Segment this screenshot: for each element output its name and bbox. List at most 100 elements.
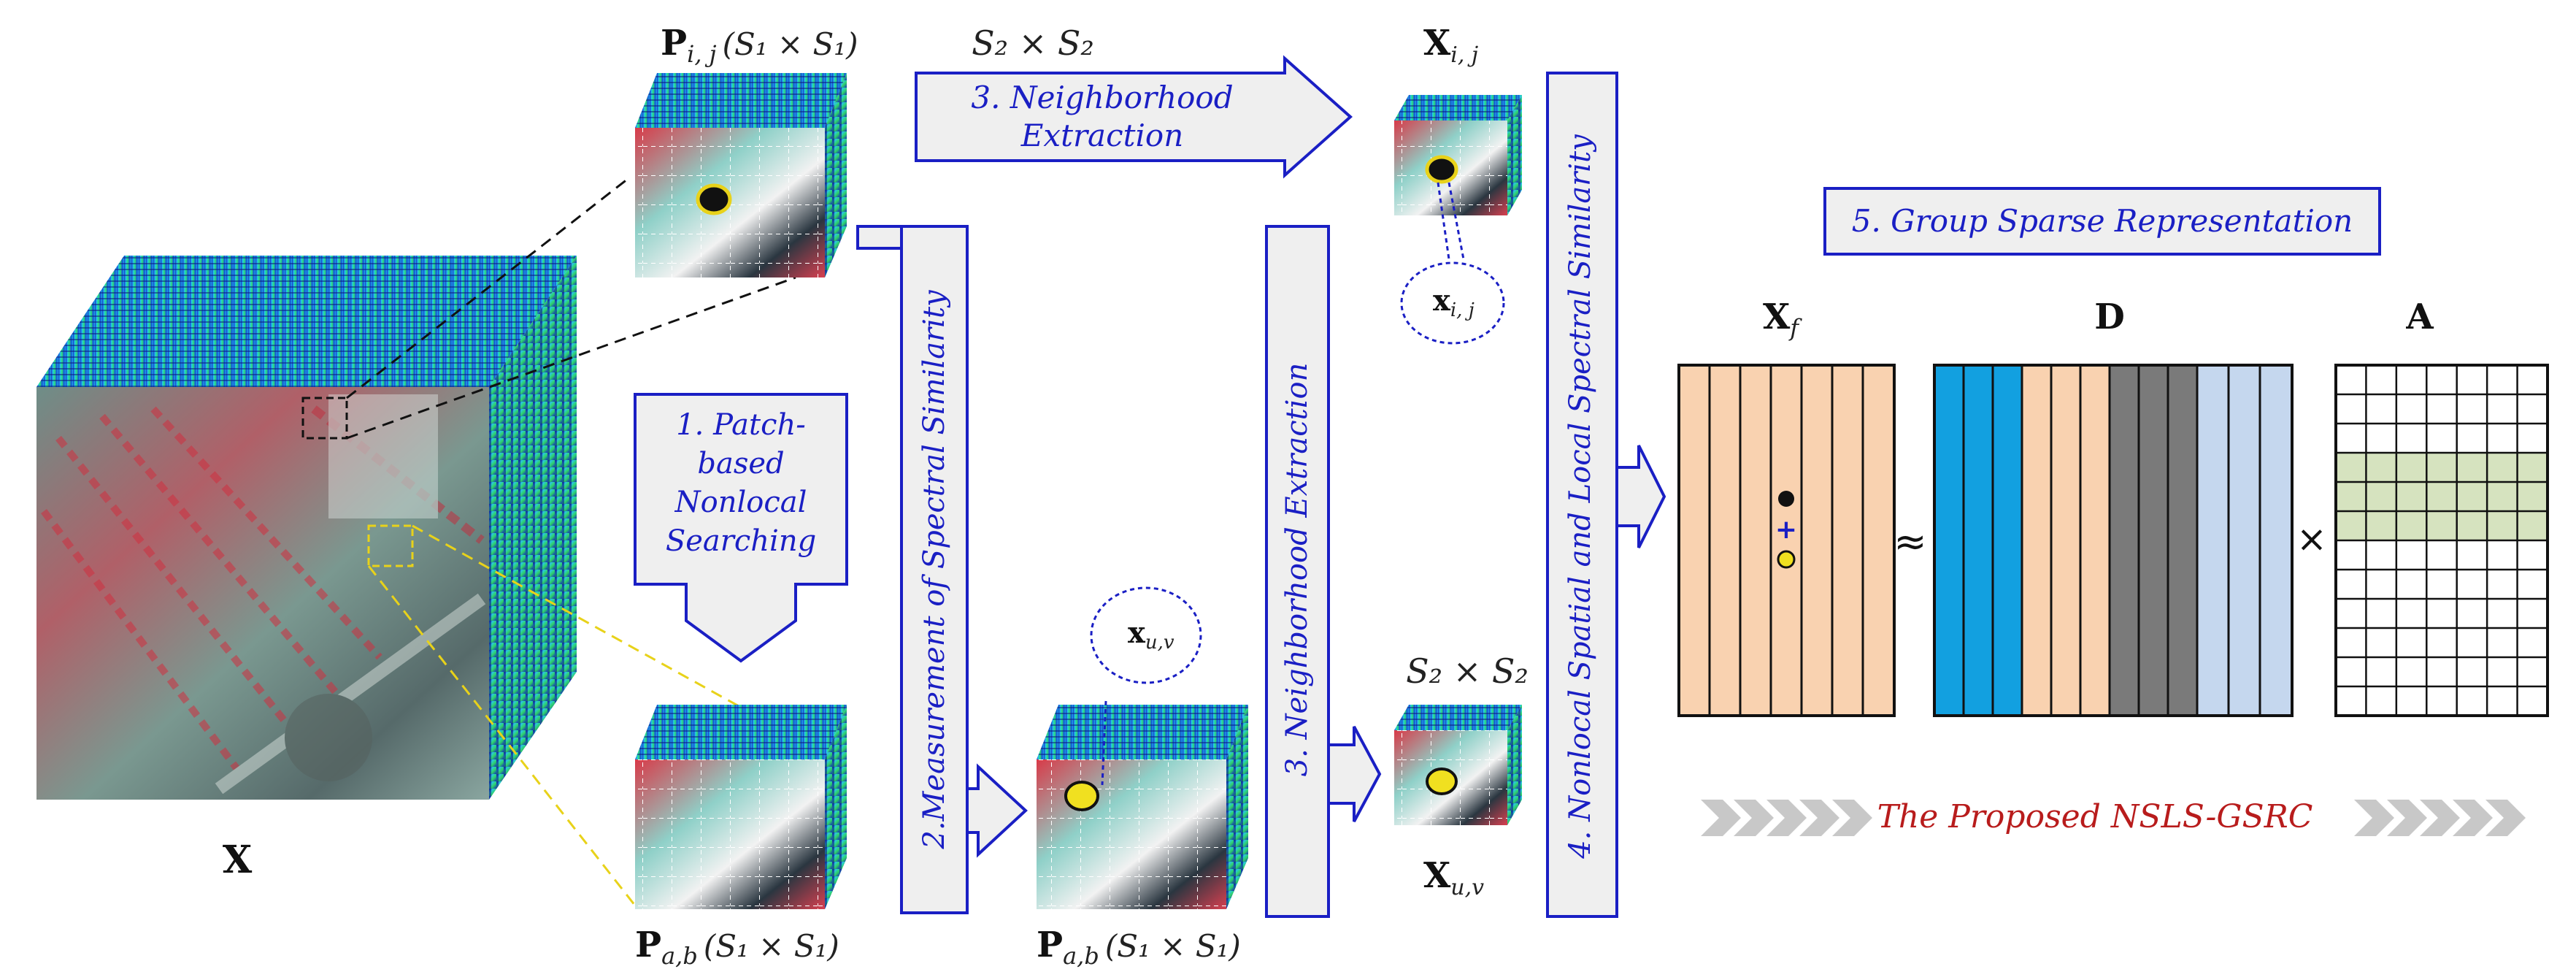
d-block-gray bbox=[2110, 365, 2197, 716]
chevron-right-icon bbox=[1701, 800, 1741, 836]
center-pixel-black bbox=[1778, 491, 1794, 507]
step3-top-arrow bbox=[915, 55, 1353, 179]
cube-side bbox=[1507, 95, 1522, 215]
label-x-uv: Xu,v bbox=[1423, 855, 1484, 900]
patch-top bbox=[1037, 705, 1248, 759]
callout-x-ij bbox=[1400, 261, 1505, 345]
step3-neighborhood-extraction-vertical: 3. Neighborhood Extraction bbox=[1265, 225, 1382, 918]
footer-title: The Proposed NSLS-GSRC bbox=[1877, 798, 2313, 835]
d-border bbox=[1933, 364, 2294, 717]
step5-box bbox=[1823, 187, 2381, 256]
step1-patch-based-nonlocal-searching: 1. Patch- based Nonlocal Searching bbox=[634, 393, 848, 663]
cube-side-face bbox=[489, 256, 577, 800]
center-pixel-black bbox=[696, 183, 732, 215]
step1-line1: 1. Patch- bbox=[676, 408, 806, 442]
step1-line4: Searching bbox=[666, 524, 816, 558]
step4-nonlocal-spatial-local-spectral: 4. Nonlocal Spatial and Local Spectral S… bbox=[1546, 72, 1666, 918]
chevron-right-icon bbox=[1799, 800, 1839, 836]
label-a: A bbox=[2405, 296, 2434, 337]
neighborhood-cube-x-uv: S₂ × S₂ Xu,v bbox=[1394, 651, 1529, 900]
cube-top bbox=[1394, 705, 1522, 730]
patch-side bbox=[825, 705, 847, 909]
label-s2-top: S₂ × S₂ bbox=[972, 23, 1094, 63]
zoom-line bbox=[367, 565, 637, 906]
center-pixel-black bbox=[1425, 155, 1458, 184]
step5-text: 5. Group Sparse Representation bbox=[1852, 203, 2353, 239]
callout-tail bbox=[1101, 700, 1107, 786]
patch-grid bbox=[1037, 759, 1226, 909]
d-block-peach bbox=[2022, 365, 2110, 716]
approx-sign: ≈ bbox=[1893, 518, 1926, 564]
step1-arrow bbox=[634, 393, 848, 663]
chevron-right-icon bbox=[2354, 800, 2394, 836]
cube-side bbox=[1507, 705, 1522, 825]
patch-side bbox=[1226, 705, 1248, 909]
chevrons-right bbox=[2354, 800, 2526, 836]
step4-side-arrow bbox=[1615, 445, 1666, 548]
label-x-f: Xf bbox=[1763, 296, 1802, 342]
patch-p-ij: Pi, j(S₁ × S₁) bbox=[635, 23, 858, 277]
zoom-line bbox=[346, 177, 628, 399]
plus-sign: + bbox=[1775, 515, 1797, 545]
center-pixel-yellow bbox=[1426, 767, 1458, 795]
chevron-right-icon bbox=[2453, 800, 2493, 836]
label-d: D bbox=[2094, 296, 2125, 337]
sparse-matrix-a: A bbox=[2334, 296, 2549, 717]
label-p-ij: Pi, j(S₁ × S₁) bbox=[661, 23, 858, 68]
label-p-ab-2: Pa,b(S₁ × S₁) bbox=[1037, 925, 1241, 970]
callout-x-uv bbox=[1090, 586, 1202, 684]
label-x-ij-callout: xi, j bbox=[1433, 283, 1475, 321]
patch-grid bbox=[635, 759, 825, 909]
label-s2-bottom: S₂ × S₂ bbox=[1406, 651, 1529, 691]
callout-tail bbox=[1437, 182, 1465, 260]
matrix-x-f: Xf + bbox=[1677, 296, 1896, 717]
dictionary-d: D bbox=[1933, 296, 2294, 717]
x-f-body bbox=[1677, 364, 1896, 717]
times-sign: × bbox=[2296, 518, 2327, 560]
cube-top-face bbox=[36, 256, 577, 387]
step3-vertical-bar bbox=[1265, 225, 1330, 918]
label-x-uv-callout: xu,v bbox=[1128, 616, 1174, 654]
step3-vertical-text: 3. Neighborhood Extraction bbox=[1280, 363, 1314, 777]
chevron-right-icon bbox=[2420, 800, 2460, 836]
center-pixel-yellow bbox=[1064, 781, 1099, 811]
step3-side-arrow bbox=[1327, 726, 1382, 822]
step1-line2: based bbox=[697, 447, 784, 481]
chevron-right-icon bbox=[2485, 800, 2526, 836]
step3-top-line2: Extraction bbox=[1020, 118, 1184, 153]
a-grid bbox=[2336, 365, 2548, 716]
neighborhood-cube-x-ij: Xi, j xi, j bbox=[1394, 23, 1522, 345]
step4-text: 4. Nonlocal Spatial and Local Spectral S… bbox=[1564, 134, 1597, 860]
d-columns bbox=[1962, 365, 2261, 716]
selected-patch-ij-box bbox=[301, 397, 348, 440]
zoom-line bbox=[346, 276, 796, 440]
step3-neighborhood-extraction-top: S₂ × S₂ 3. Neighborhood Extraction bbox=[915, 23, 1353, 179]
step2-bar bbox=[900, 225, 969, 914]
step4-bar bbox=[1546, 72, 1618, 918]
step2-measurement-spectral-similarity: 2.Measurement of Spectral Similarity bbox=[856, 225, 1028, 914]
chevrons-left bbox=[1701, 800, 1872, 836]
label-x: X bbox=[223, 838, 253, 882]
chevron-right-icon bbox=[1766, 800, 1807, 836]
hyperspectral-cube-x: X bbox=[36, 177, 796, 906]
patch-top bbox=[635, 705, 847, 759]
step1-line3: Nonlocal bbox=[674, 486, 807, 519]
label-p-ab-1: Pa,b(S₁ × S₁) bbox=[635, 925, 839, 970]
chevron-right-icon bbox=[1832, 800, 1872, 836]
footer: The Proposed NSLS-GSRC bbox=[1701, 798, 2526, 836]
d-block-blue bbox=[1934, 365, 2022, 716]
chevron-right-icon bbox=[2387, 800, 2427, 836]
patch-top bbox=[635, 73, 847, 128]
a-active-rows bbox=[2336, 453, 2548, 540]
d-block-light bbox=[2197, 365, 2292, 716]
chevron-right-icon bbox=[1734, 800, 1774, 836]
patch-p-ab-candidate: Pa,b(S₁ × S₁) bbox=[635, 705, 847, 970]
cube-top bbox=[1394, 95, 1522, 120]
patch-side bbox=[825, 73, 847, 277]
zoom-line bbox=[412, 524, 796, 739]
selected-patch-ab-box bbox=[367, 524, 414, 567]
x-f-columns bbox=[1708, 365, 1864, 716]
cube-front-face bbox=[36, 387, 489, 800]
label-x-ij: Xi, j bbox=[1423, 23, 1478, 68]
